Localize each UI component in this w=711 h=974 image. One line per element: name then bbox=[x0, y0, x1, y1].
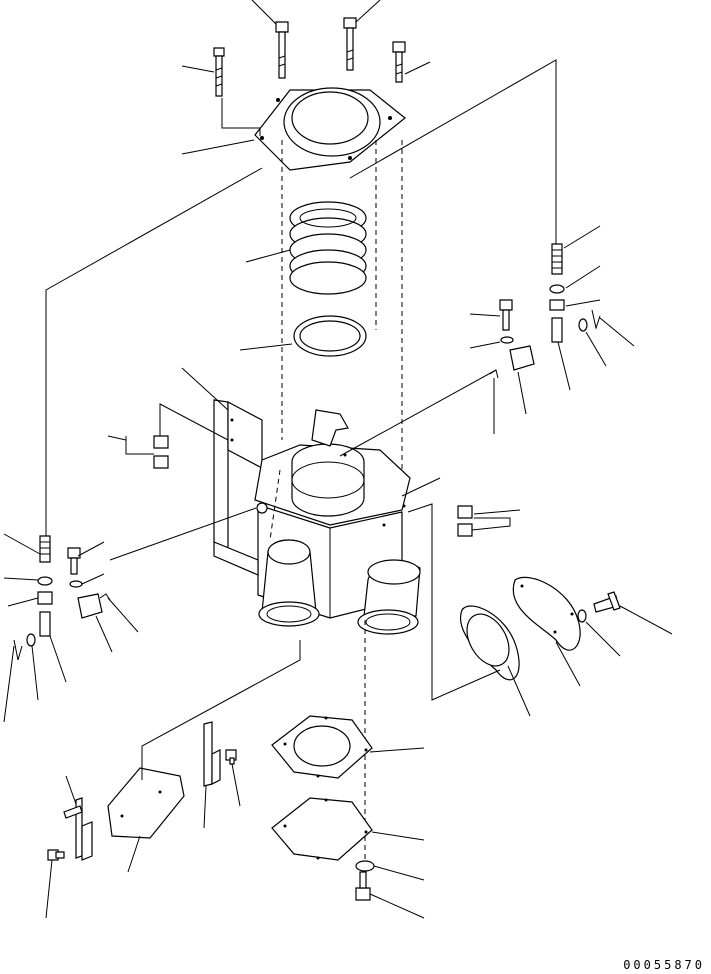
nut-left bbox=[38, 592, 52, 604]
bracket-lower-left bbox=[64, 798, 92, 860]
bolt-lower-left bbox=[48, 850, 64, 860]
cover-lower-left bbox=[108, 768, 184, 838]
bellows bbox=[290, 202, 366, 294]
washer-bracket-right bbox=[501, 337, 513, 343]
drawing-number: 00055870 bbox=[623, 958, 705, 972]
hardware-right-upper bbox=[490, 244, 600, 378]
bolt-right bbox=[393, 42, 405, 82]
spring-left bbox=[40, 536, 50, 562]
gasket-lower-upper bbox=[272, 716, 372, 778]
bolt-bracket-right-head bbox=[500, 300, 512, 310]
spring-right bbox=[552, 244, 562, 274]
cotter-pin-right bbox=[592, 310, 600, 328]
sealing-ring bbox=[294, 316, 366, 356]
elbow-left bbox=[259, 540, 319, 626]
washer-bottom bbox=[356, 861, 374, 871]
cover-plate-round bbox=[513, 577, 580, 650]
hardware-left-lower bbox=[14, 536, 110, 660]
clevis-right bbox=[552, 318, 562, 342]
bolt-bracket-left-head bbox=[68, 548, 80, 558]
gasket-lower-lower bbox=[272, 798, 372, 860]
leader-lines bbox=[4, 0, 672, 918]
washer-bracket-left bbox=[70, 581, 82, 587]
bolt-bottom bbox=[356, 872, 370, 900]
top-flange-plate bbox=[255, 88, 405, 170]
bolt-cover bbox=[578, 592, 620, 622]
bolt-center-right bbox=[344, 18, 356, 70]
nuts-left bbox=[154, 436, 168, 468]
elbow-right bbox=[358, 560, 420, 634]
ring-right bbox=[579, 319, 587, 331]
ring-left bbox=[27, 634, 35, 646]
bracket-left bbox=[78, 594, 102, 618]
bolt-center-left bbox=[276, 22, 288, 78]
nut-right bbox=[550, 300, 564, 310]
washer-right bbox=[550, 285, 564, 293]
bolt-left bbox=[214, 48, 224, 96]
bracket-lower-center bbox=[204, 722, 220, 786]
washer-left bbox=[38, 577, 52, 585]
bolt-lower-center bbox=[226, 750, 236, 764]
gasket-round bbox=[458, 606, 519, 680]
clevis-left bbox=[40, 612, 50, 636]
mounting-bolts-top bbox=[214, 18, 405, 96]
bracket-right bbox=[510, 346, 534, 370]
bolt-bracket-right-shank bbox=[503, 310, 509, 330]
cotter-pin-left bbox=[14, 640, 22, 660]
nuts-right bbox=[458, 506, 472, 536]
bolt-bracket-left-shank bbox=[71, 558, 77, 574]
